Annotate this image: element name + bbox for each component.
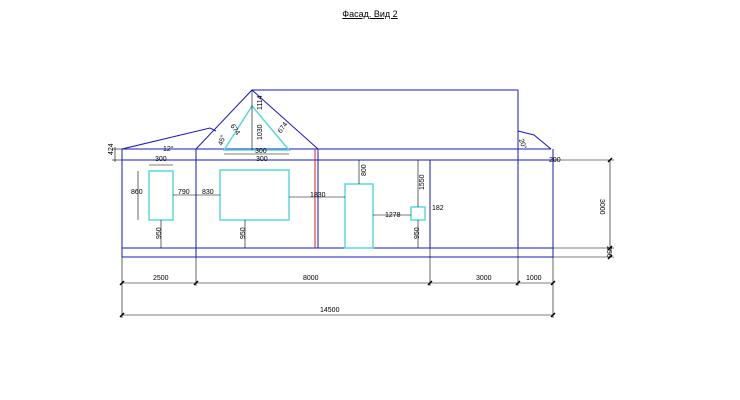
dim-label-300c: 300 <box>256 156 268 163</box>
dim-label-1114: 1114 <box>257 95 264 110</box>
dim-label-300b: 300 <box>155 156 167 163</box>
dimension-lines <box>112 90 614 318</box>
dim-label-1278: 1278 <box>385 212 401 219</box>
dim-label-674b: 674 <box>277 121 289 135</box>
dim-label-1830: 1830 <box>310 192 326 199</box>
dim-label-3000h: 3000 <box>476 275 492 282</box>
dim-label-950c: 950 <box>414 227 421 239</box>
dim-label-2500: 2500 <box>153 275 169 282</box>
right-roof-slope <box>517 130 552 150</box>
dim-label-1030: 1030 <box>257 124 264 140</box>
dim-label-45: 45° <box>216 134 227 147</box>
dim-label-250: 250 <box>605 246 612 258</box>
drawing-title: Фасад. Вид 2 <box>342 9 398 19</box>
dim-label-12: 12° <box>163 145 174 153</box>
dim-label-800: 800 <box>361 164 368 176</box>
tick-marks <box>119 157 613 318</box>
dim-label-20: 20° <box>517 138 528 151</box>
gable-window <box>222 104 291 151</box>
dim-label-830: 830 <box>202 189 214 196</box>
window-2 <box>219 169 290 221</box>
dim-label-200: 200 <box>549 157 561 164</box>
dim-label-424: 424 <box>108 143 115 155</box>
dim-label-300a: 300 <box>255 148 267 155</box>
dim-label-8000: 8000 <box>303 275 319 282</box>
dim-label-14500: 14500 <box>320 307 340 314</box>
dim-label-1550: 1550 <box>419 174 426 190</box>
dimension-labels: 424 12° 45° 674 1114 1030 674 300 300 30… <box>108 95 612 314</box>
dim-label-182: 182 <box>432 205 444 212</box>
door <box>344 183 374 249</box>
dim-label-950b: 950 <box>240 227 247 239</box>
dim-label-860: 860 <box>131 189 143 196</box>
window-small <box>410 206 426 221</box>
dim-label-950a: 950 <box>156 227 163 239</box>
dim-label-790: 790 <box>178 189 190 196</box>
dim-label-3000v: 3000 <box>598 199 605 215</box>
dim-label-1000: 1000 <box>526 275 542 282</box>
window-1 <box>148 170 174 221</box>
facade-outline <box>121 89 556 258</box>
